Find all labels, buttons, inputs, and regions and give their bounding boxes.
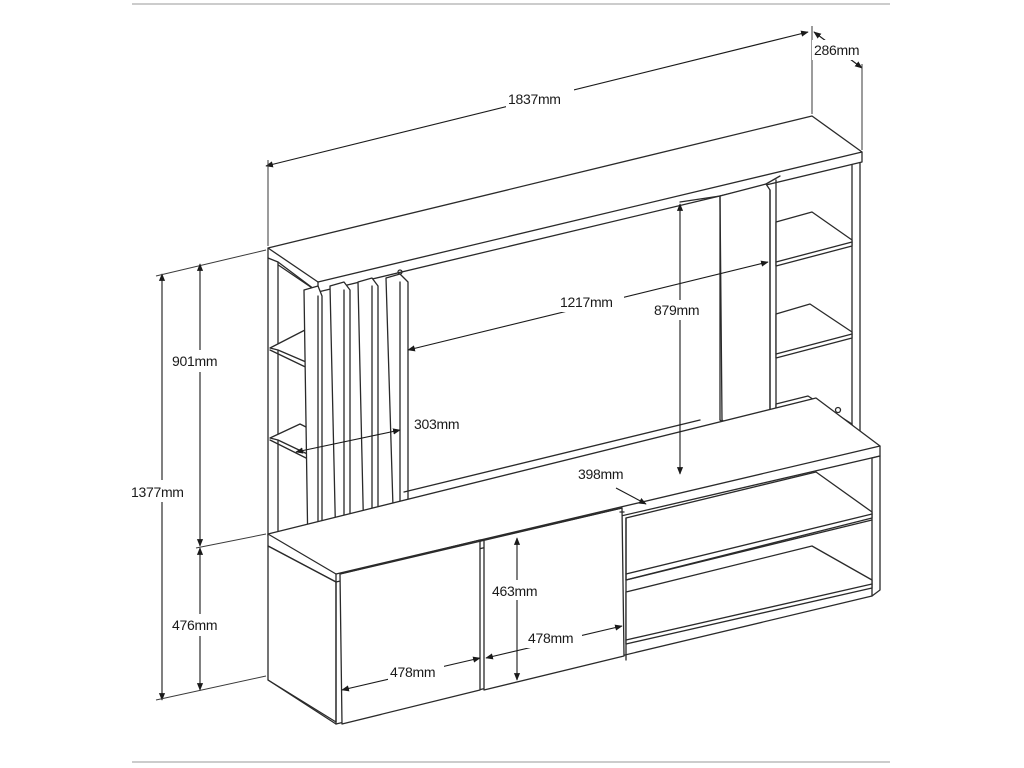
upper-height-dimension-label: 901mm — [172, 353, 217, 369]
depth-dimension-label: 286mm — [814, 42, 859, 58]
left-shelf-dimension-label: 303mm — [414, 416, 459, 432]
door-height-dimension-label: 463mm — [492, 583, 537, 599]
open-shelf-dimension-label: 398mm — [578, 466, 623, 482]
inner-width-dimension-label: 1217mm — [560, 294, 613, 310]
door-right-width-dimension-label: 478mm — [528, 630, 573, 646]
lower-height-dimension-label: 476mm — [172, 617, 217, 633]
total-height-dimension-label: 1377mm — [131, 484, 184, 500]
door-left-width-dimension-label: 478mm — [390, 664, 435, 680]
width-dimension-label: 1837mm — [508, 91, 561, 107]
inner-height-dimension-label: 879mm — [654, 302, 699, 318]
